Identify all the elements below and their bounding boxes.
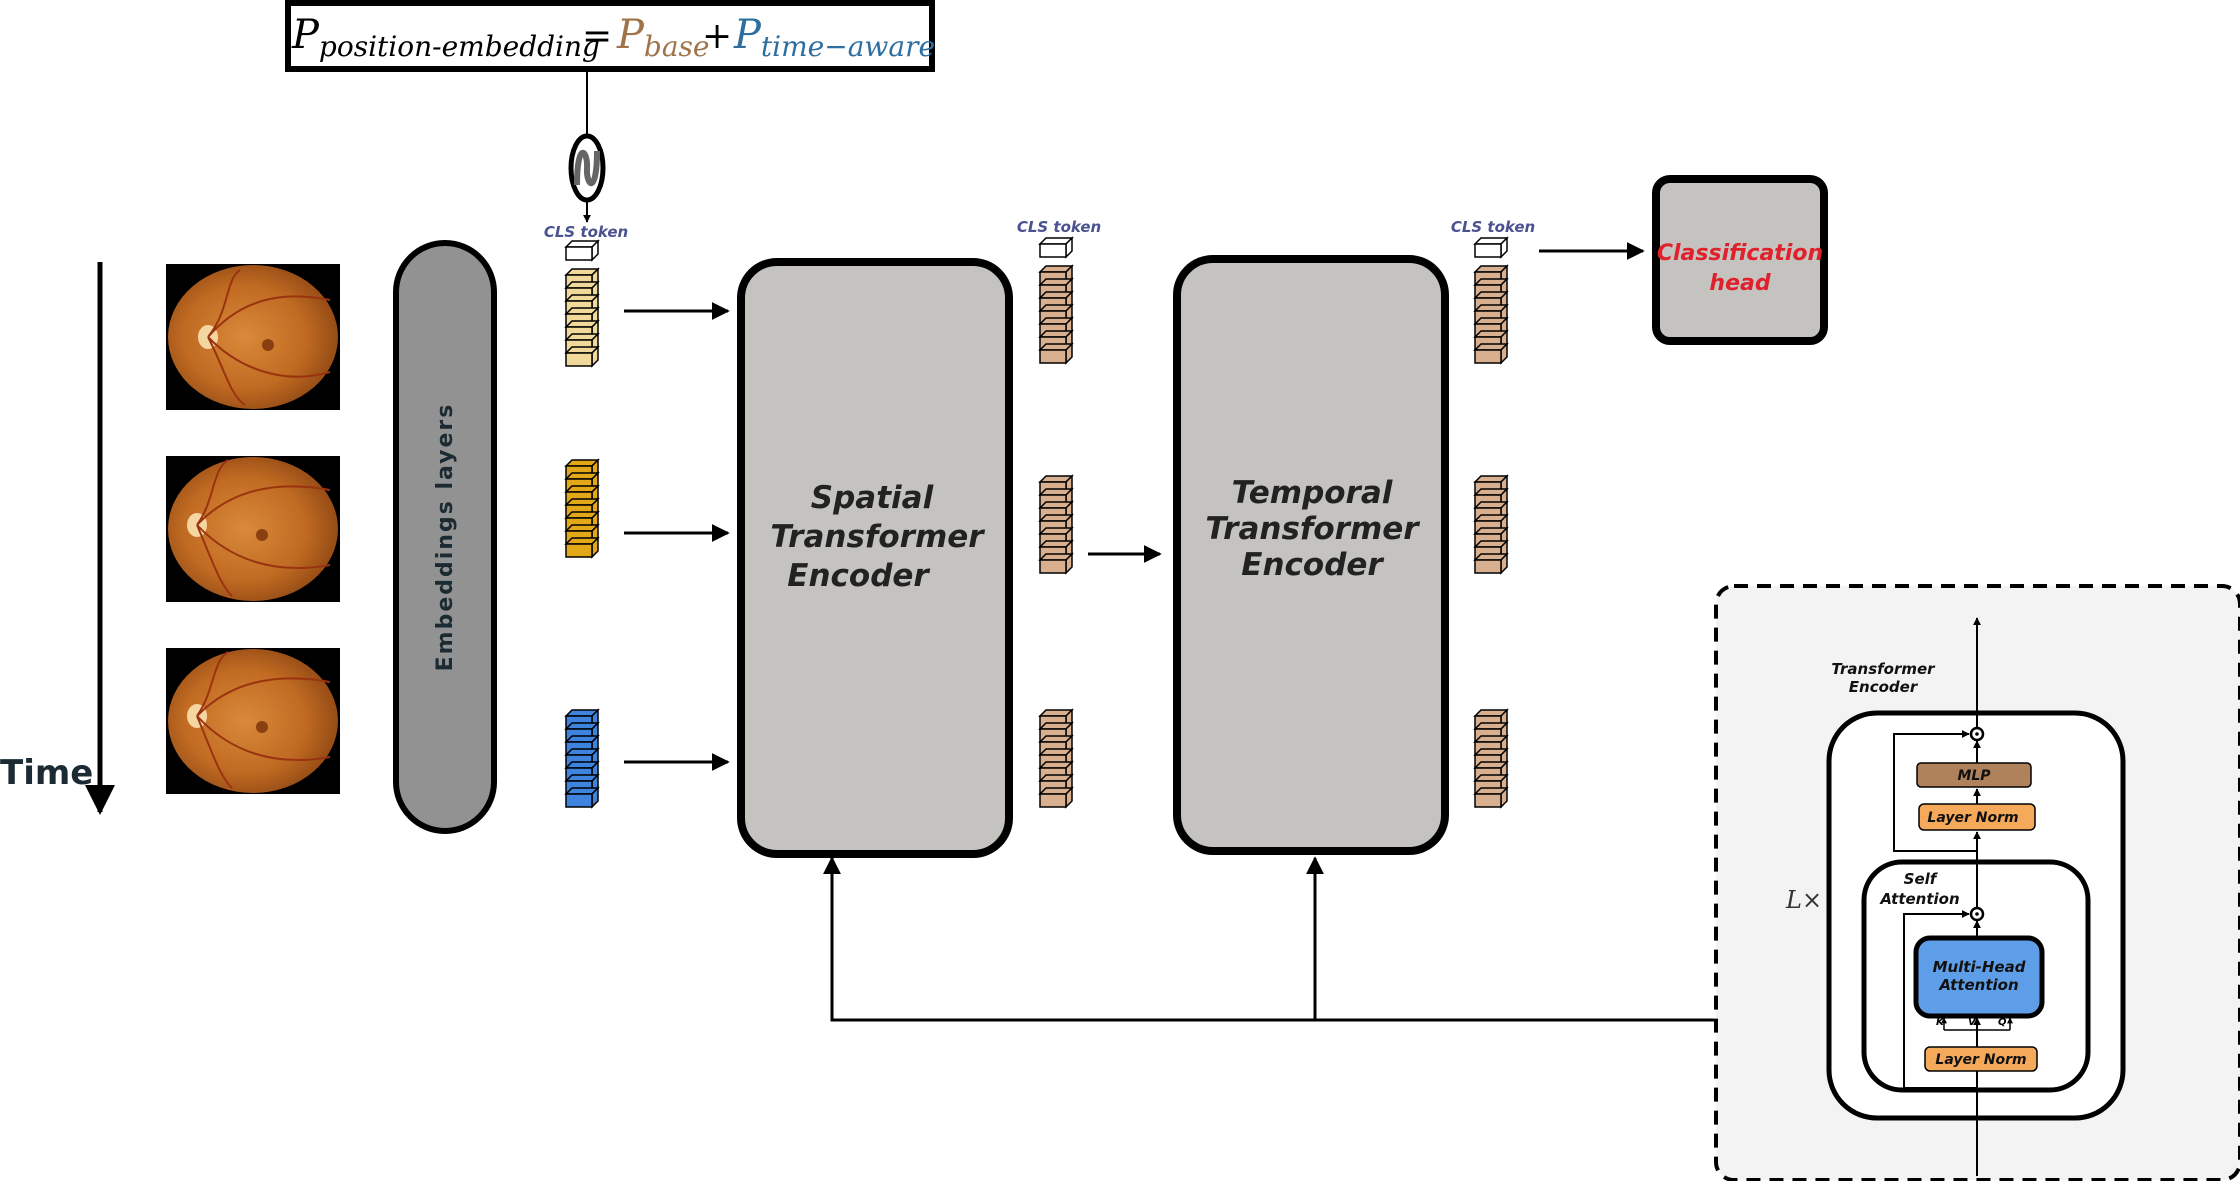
repeat-label: L× xyxy=(1785,886,1822,914)
input-frame1-cls-token xyxy=(564,239,600,262)
temporal-out3-token-7 xyxy=(1473,786,1509,809)
multi-head-attention-box xyxy=(1913,935,2045,1019)
cls-token-label-spatial: CLS token xyxy=(1017,218,1101,236)
embeddings-layers: Embeddings layers xyxy=(393,240,497,834)
key-label: K xyxy=(1936,1017,1945,1028)
layer-norm-bottom-label: Layer Norm xyxy=(1935,1052,2026,1068)
spatial-encoder-line3: Encoder xyxy=(787,558,930,594)
classification-head: Classification head xyxy=(1652,175,1828,345)
spatial-out1-cls-token xyxy=(1038,236,1074,259)
input-frame1-token-7 xyxy=(564,345,600,368)
formula-lhs: Pposition-embedding xyxy=(291,12,600,63)
fundus-image-1 xyxy=(166,264,340,410)
temporal-out2-token-7 xyxy=(1473,552,1509,575)
detail-title-line1: Transformer xyxy=(1831,660,1936,678)
mha-line2: Attention xyxy=(1938,976,2018,994)
position-embedding-formula: Pposition-embedding = Pbase + Ptime−awar… xyxy=(285,0,935,72)
spatial-out1-token-7 xyxy=(1038,342,1074,365)
detail-title-line2: Encoder xyxy=(1849,678,1919,696)
time-axis-label: Time xyxy=(0,753,93,793)
cls-token-label-input: CLS token xyxy=(544,223,628,241)
self-attention-line2: Attention xyxy=(1879,890,1959,908)
input-frame3-token-7 xyxy=(564,786,600,809)
temporal-encoder-line1: Temporal xyxy=(1232,475,1393,511)
formula-time-aware-term: Ptime−aware xyxy=(733,12,935,63)
cls-token-label-temporal: CLS token xyxy=(1451,218,1535,236)
temporal-out1-token-7 xyxy=(1473,342,1509,365)
spatial-out2-token-7 xyxy=(1038,552,1074,575)
formula-plus: + xyxy=(702,16,732,57)
query-label: Q xyxy=(1998,1017,2007,1028)
token-stacks xyxy=(564,236,1509,809)
layer-norm-top-label: Layer Norm xyxy=(1927,810,2018,826)
temporal-encoder-line3: Encoder xyxy=(1241,547,1384,583)
classification-head-line1: Classification xyxy=(1657,241,1823,266)
value-label: V xyxy=(1968,1017,1977,1028)
spatial-encoder-line2: Transformer xyxy=(770,519,985,555)
input-frame2-token-7 xyxy=(564,536,600,559)
classification-head-line2: head xyxy=(1709,271,1770,296)
temporal-out3-token-4 xyxy=(1473,747,1509,770)
sinusoid-icon xyxy=(568,133,606,203)
spatial-transformer-encoder: Spatial Transformer Encoder xyxy=(737,258,1013,858)
mlp-label: MLP xyxy=(1957,768,1991,784)
temporal-out1-cls-token xyxy=(1473,236,1509,259)
embeddings-layers-label: Embeddings layers xyxy=(433,403,458,672)
temporal-transformer-encoder: Temporal Transformer Encoder xyxy=(1173,255,1449,855)
spatial-encoder-line1: Spatial xyxy=(811,480,934,516)
formula-equals: = xyxy=(582,16,612,57)
mha-line1: Multi-Head xyxy=(1933,958,2026,976)
layer-norm-bottom-box xyxy=(1924,1046,2038,1072)
transformer-encoder-detail: Transformer Encoder L× Layer Norm K V Q … xyxy=(1714,584,2240,1181)
spatial-out3-token-7 xyxy=(1038,786,1074,809)
mlp-box xyxy=(1916,762,2032,788)
fundus-image-2 xyxy=(166,456,340,602)
self-attention-line1: Self xyxy=(1904,870,1939,888)
fundus-image-3 xyxy=(166,648,340,794)
formula-base-term: Pbase xyxy=(616,12,709,63)
temporal-encoder-line2: Transformer xyxy=(1205,511,1420,547)
